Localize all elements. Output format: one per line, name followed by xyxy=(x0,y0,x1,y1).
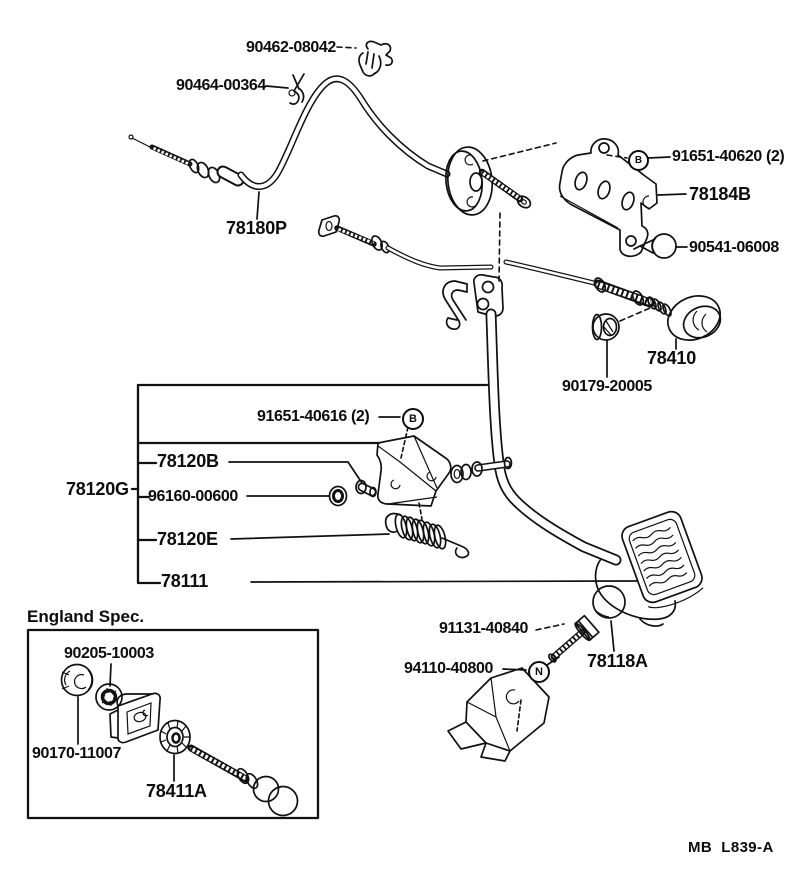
pedal-pad-tread xyxy=(632,526,688,587)
page-code: MB L839-A xyxy=(688,839,774,856)
leader-94110 xyxy=(502,668,527,671)
callout-letter: B xyxy=(634,155,643,166)
part-label-90170-11007: 90170-11007 xyxy=(32,745,122,762)
dash-grommet-to-bracket xyxy=(482,142,557,162)
leader-78120e xyxy=(230,533,390,540)
leader-90464 xyxy=(265,85,289,89)
nut-90179 xyxy=(591,313,620,341)
leader-78111 xyxy=(250,580,638,583)
part-label-90541-06008: 90541-06008 xyxy=(689,239,779,256)
part-label-91651-40620: 91651-40620 (2) xyxy=(672,148,785,165)
dash-nut-to-cable xyxy=(619,307,651,322)
inset-title: England Spec. xyxy=(27,607,145,626)
part-label-96160-00600: 96160-00600 xyxy=(148,488,238,505)
dash-91131-leader xyxy=(535,623,565,631)
callout-letter: B xyxy=(409,413,417,425)
leader-n-to-bolt xyxy=(546,656,560,666)
hand-throttle-knob xyxy=(667,295,722,341)
mount-bracket xyxy=(376,435,452,507)
accel-cable-78180p xyxy=(128,75,532,216)
stop-bolt-91131 xyxy=(548,614,600,663)
part-label-94110-40800: 94110-40800 xyxy=(404,660,494,677)
leader-lines xyxy=(77,85,688,782)
assembly-dash-lines xyxy=(336,46,651,631)
clamp-90462 xyxy=(358,40,394,77)
part-label-78411a: 78411A xyxy=(146,781,207,801)
leader-78180p xyxy=(256,191,260,220)
part-label-78120e: 78120E xyxy=(157,529,218,549)
pedal-arm-assembly xyxy=(442,274,622,566)
pedal-under-plate xyxy=(594,558,677,627)
cable-78410 xyxy=(317,214,722,341)
part-label-78120g: 78120G xyxy=(66,479,129,499)
spring-78120e xyxy=(384,512,470,559)
part-label-78120b: 78120B xyxy=(157,451,219,471)
pin-78120b xyxy=(355,479,377,498)
england-inset xyxy=(26,628,320,820)
pedal-arm-line xyxy=(485,308,622,566)
leader-91651-40620 xyxy=(647,156,671,159)
england-box xyxy=(26,628,320,820)
grommet-plate xyxy=(444,146,494,216)
seal-78411a xyxy=(159,719,191,755)
part-label-78118a: 78118A xyxy=(587,651,648,671)
part-label-78410: 78410 xyxy=(647,348,697,368)
grommet-96160 xyxy=(328,485,348,507)
clip-bracket xyxy=(109,692,161,744)
part-label-78184b: 78184B xyxy=(689,184,751,204)
link-rod xyxy=(187,744,299,817)
dash-bracket-to-spring xyxy=(418,502,423,520)
callout-b-lower: B xyxy=(402,408,424,430)
dash-bracket-to-callout xyxy=(606,154,628,159)
clip-90464 xyxy=(288,73,305,105)
callout-n: N xyxy=(528,661,550,683)
part-label-90205-10003: 90205-10003 xyxy=(64,645,154,662)
leader-90205 xyxy=(109,663,112,687)
dash-90462-leader xyxy=(336,46,357,49)
dash-callout-to-bracket xyxy=(400,426,409,459)
cap-78118a xyxy=(592,585,626,619)
leader-78184b xyxy=(657,193,687,196)
part-label-91131-40840: 91131-40840 xyxy=(439,620,529,637)
part-label-90179-20005: 90179-20005 xyxy=(562,378,652,395)
part-label-90464-00364: 90464-00364 xyxy=(176,77,266,94)
part-label-90462-08042: 90462-08042 xyxy=(246,39,336,56)
leader-78118a xyxy=(610,620,615,652)
dash-grommet-to-clamp xyxy=(498,212,501,282)
part-label-78111: 78111 xyxy=(161,571,209,591)
part-label-91651-40616: 91651-40616 (2) xyxy=(257,408,370,425)
plug-90541 xyxy=(633,233,677,259)
bushing-clevis-pin xyxy=(450,456,513,484)
pedal-pad xyxy=(621,510,704,609)
bracket-78184b xyxy=(558,138,658,258)
locknut-90170 xyxy=(60,663,94,697)
leader-78120b xyxy=(228,461,363,484)
frame-78120g xyxy=(130,383,489,585)
callout-letter: N xyxy=(535,666,543,678)
washer-90205 xyxy=(95,683,123,711)
part-label-78180p: 78180P xyxy=(226,218,287,238)
callout-b-top: B xyxy=(628,150,649,171)
